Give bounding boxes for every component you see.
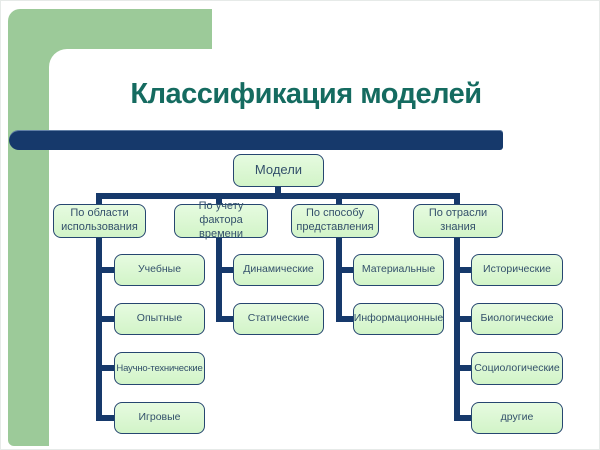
connector-trunk-2 [216,197,222,322]
tree-node-leaf: Информационные [353,303,444,335]
connector-stub [222,267,233,273]
tree-node-leaf: Социологические [471,352,563,385]
title-underline-bar [9,130,503,150]
tree-node-root: Модели [233,154,324,187]
connector-stub [102,316,114,322]
connector-stub [460,415,471,421]
tree-node-branch-usage: По области использования [53,204,146,238]
connector-stub [102,267,114,273]
page-title: Классификация моделей [130,78,482,110]
connector-stub [460,365,471,371]
tree-node-leaf: Биологические [471,303,563,335]
connector-stub [222,316,233,322]
connector-stub [102,415,114,421]
tree-node-branch-knowledge: По отрасли знания [413,204,503,238]
tree-node-branch-representation: По способу представления [291,204,379,238]
tree-node-leaf: Динамические [233,254,324,286]
tree-node-leaf: Исторические [471,254,563,286]
connector-stub [102,365,114,371]
connector-stub [460,267,471,273]
connector-root-stub [275,186,281,195]
tree-node-branch-time: По учету фактора времени [174,200,268,240]
connector-trunk-3 [336,197,342,322]
tree-node-leaf: Игровые [114,402,205,434]
connector-trunk-4 [454,193,460,421]
tree-node-leaf: Научно-технические [114,352,205,385]
connector-hline [96,193,460,199]
tree-node-leaf: другие [471,402,563,434]
tree-node-leaf: Опытные [114,303,205,335]
tree-node-leaf: Статические [233,303,324,335]
connector-stub [342,316,353,322]
connector-stub [460,316,471,322]
tree-node-leaf: Материальные [353,254,444,286]
connector-trunk-1 [96,193,102,421]
connector-stub [342,267,353,273]
tree-node-leaf: Учебные [114,254,205,286]
